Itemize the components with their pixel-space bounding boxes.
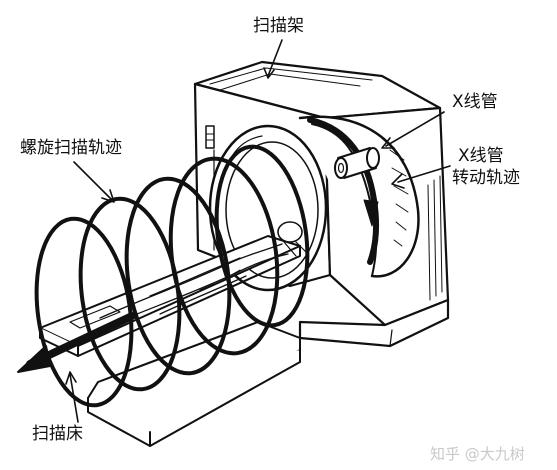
leader-lines [65, 39, 451, 423]
label-tube-track-line1: X线管 [458, 146, 504, 166]
couch-motion-arrow [17, 312, 136, 373]
xray-tube [334, 147, 380, 179]
spiral-ring-3 [124, 176, 232, 376]
track-arrowhead [363, 199, 379, 227]
label-xray-tube: X线管 [452, 92, 498, 112]
label-tube-track-line2: 转动轨迹 [452, 168, 520, 188]
tube-rotation-track [307, 117, 380, 265]
spiral-ring-1 [34, 216, 134, 408]
label-couch: 扫描床 [32, 424, 83, 444]
label-gantry: 扫描架 [253, 16, 304, 36]
spiral-scan-rings [34, 144, 310, 408]
spiral-ring-5 [214, 144, 310, 328]
spiral-ring-4 [168, 156, 280, 356]
watermark: 知乎 @大九树 [430, 445, 525, 463]
label-spiral-track: 螺旋扫描轨迹 [20, 138, 122, 158]
tube-ring-cutout [298, 115, 420, 278]
